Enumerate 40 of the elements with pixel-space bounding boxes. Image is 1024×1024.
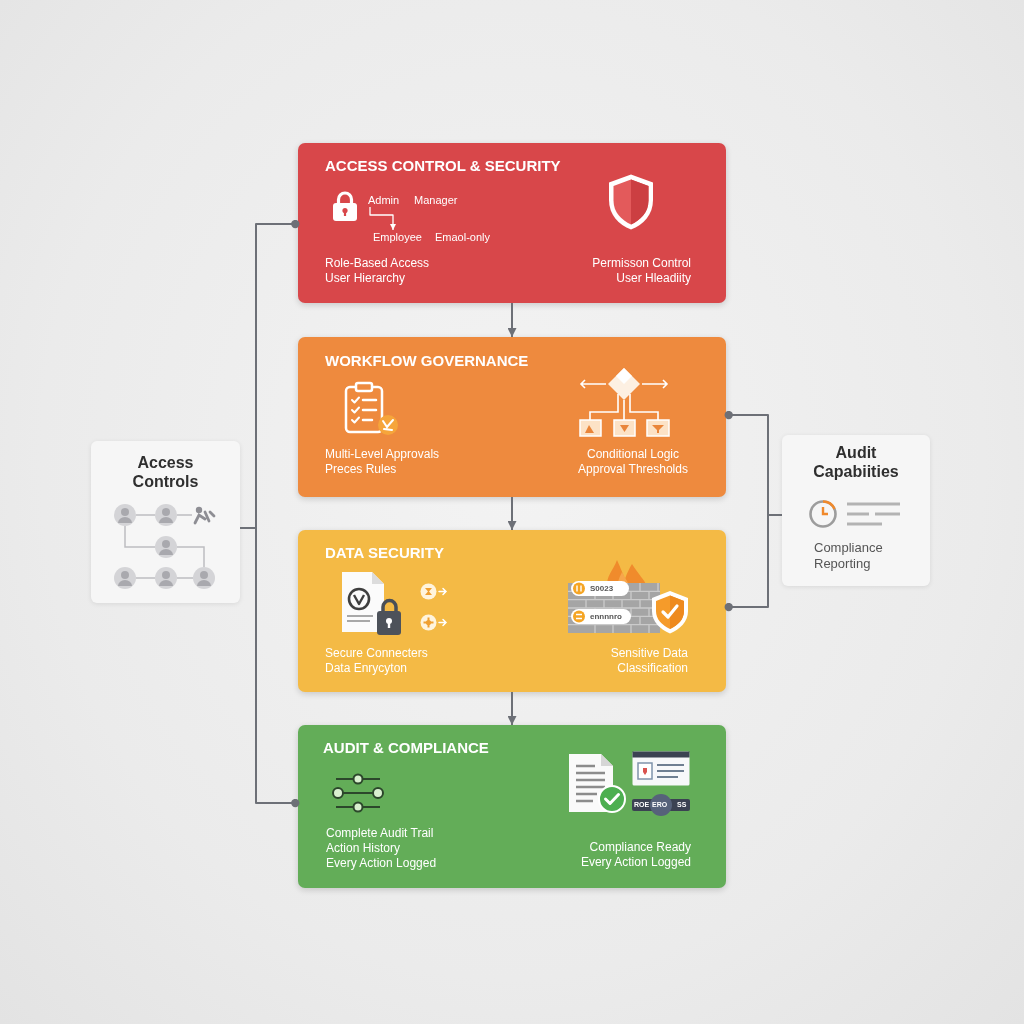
section-heading: DATA SECURITY xyxy=(325,544,444,562)
feature-label: Every Action Logged xyxy=(580,855,691,870)
feature-label: Permisson Control xyxy=(592,256,691,271)
feature-label: Complete Audit Trail xyxy=(326,826,434,841)
section-heading: WORKFLOW GOVERNANCE xyxy=(325,352,529,370)
feature-label: Sensitive Data Classification xyxy=(609,646,688,676)
arrow xyxy=(507,691,517,726)
feature-label: User Hierarchy xyxy=(325,271,405,286)
feature-label: Action History xyxy=(326,841,401,856)
feature-label: Approval Thresholds xyxy=(577,462,689,477)
tag-text: S0023 xyxy=(590,584,614,593)
arrow xyxy=(507,302,517,338)
role-label: Employee xyxy=(373,230,422,244)
section-heading: AUDIT & COMPLIANCE xyxy=(323,739,489,757)
tag-text: ennnnro xyxy=(590,612,622,621)
feature-label: Multi-Level Approvals xyxy=(325,447,440,462)
section-card xyxy=(298,725,726,888)
feature-label: User Hleadiity xyxy=(616,271,691,286)
role-label: Emaol-only xyxy=(435,230,491,244)
arrow xyxy=(369,206,396,231)
side-panel xyxy=(91,441,240,603)
section-card xyxy=(298,530,726,692)
feature-label: Every Action Logged xyxy=(326,856,437,871)
section-card xyxy=(298,143,726,303)
feature-label: Data Enrycyton xyxy=(325,661,408,676)
section-card xyxy=(298,337,726,497)
panel-heading: Access Controls xyxy=(131,453,200,491)
feature-label: Secure Connecters xyxy=(325,646,428,661)
section-heading: ACCESS CONTROL & SECURITY xyxy=(325,157,561,175)
feature-label: Role-Based Access xyxy=(325,256,430,271)
role-label: Admin xyxy=(368,193,400,207)
feature-label: Preces Rules xyxy=(325,462,397,477)
arrow xyxy=(507,496,517,531)
side-panel xyxy=(782,435,930,586)
panel-description: Compliance Reporting xyxy=(814,540,884,572)
connector-line xyxy=(239,527,300,808)
feature-label: Conditional Logic xyxy=(585,447,681,462)
feature-label: Compliance Ready xyxy=(589,840,691,855)
role-label: Manager xyxy=(414,193,458,207)
panel-heading: Audit Capabiities xyxy=(812,443,900,481)
